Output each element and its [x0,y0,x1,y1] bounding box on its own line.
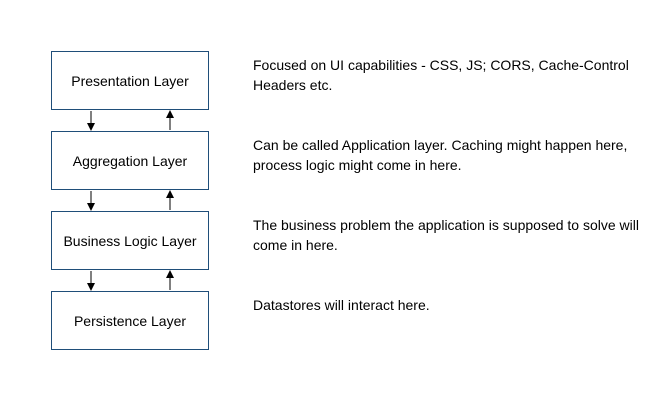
persistence-layer-description: Datastores will interact here. [253,297,430,313]
presentation-layer-box: Presentation Layer [51,51,209,110]
aggregation-layer-label: Aggregation Layer [72,152,188,169]
persistence-layer-label: Persistence Layer [73,312,187,329]
aggregation-layer-description: Can be called Application layer. Caching… [253,137,628,173]
aggregation-layer-box: Aggregation Layer [51,131,209,190]
business-logic-layer-description: The business problem the application is … [253,217,639,253]
business-logic-layer-box: Business Logic Layer [51,211,209,270]
persistence-layer-box: Persistence Layer [51,291,209,350]
presentation-layer-label: Presentation Layer [71,72,189,89]
business-logic-layer-label: Business Logic Layer [63,232,197,249]
presentation-layer-description: Focused on UI capabilities - CSS, JS; CO… [253,57,629,93]
